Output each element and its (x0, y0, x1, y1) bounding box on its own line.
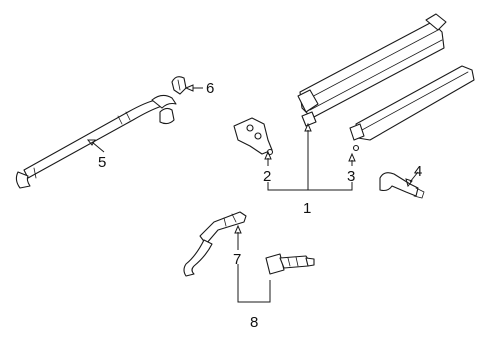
part-7-hose (183, 211, 247, 277)
part-8-connector (265, 253, 315, 275)
callout-5: 5 (98, 154, 106, 171)
callout-6: 6 (206, 80, 214, 97)
callout-7: 7 (233, 251, 241, 268)
part-1-cooler (297, 13, 447, 127)
callout-2: 2 (263, 168, 271, 185)
part-5-tube (15, 94, 177, 189)
part-3-rail (349, 65, 475, 152)
callout-3: 3 (347, 168, 355, 185)
leader-lines (86, 84, 419, 303)
callout-8: 8 (250, 314, 258, 331)
part-6-clip (171, 76, 187, 95)
callout-4: 4 (414, 163, 422, 180)
part-2-bracket (233, 117, 274, 156)
callout-1: 1 (303, 200, 311, 217)
part-4-hose (379, 172, 425, 199)
